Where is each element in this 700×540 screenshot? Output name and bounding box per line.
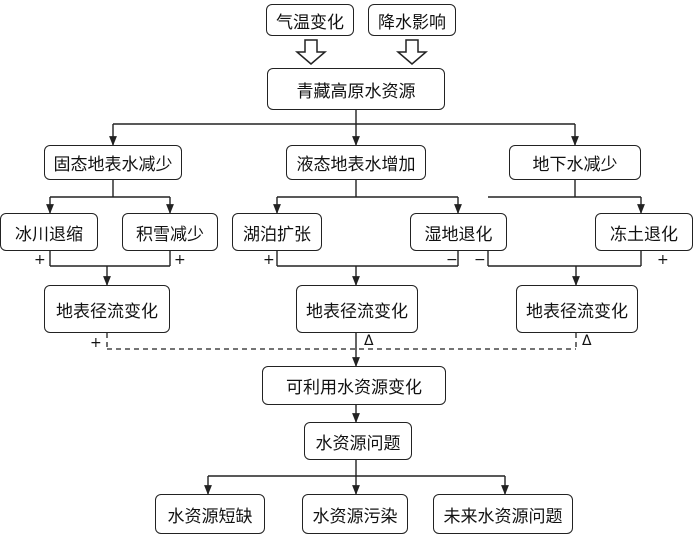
hollow-arrow-precipitation <box>395 39 429 65</box>
problem-pollution: 水资源污染 <box>302 494 408 534</box>
branch-solid: 固态地表水减少 <box>44 145 182 180</box>
hollow-arrow-temperature <box>294 39 328 65</box>
sign-wetland: − <box>446 252 458 268</box>
branch-to-children <box>46 180 645 214</box>
child-glacier: 冰川退缩 <box>0 213 98 251</box>
sign-permafrost: + <box>657 252 669 268</box>
sign-runoff-solid: + <box>90 335 102 351</box>
branch-liquid: 液态地表水增加 <box>286 145 426 180</box>
runoff-solid: 地表径流变化 <box>44 285 170 333</box>
center-node: 青藏高原水资源 <box>267 68 445 110</box>
runoff-liquid: 地表径流变化 <box>296 285 418 333</box>
children-to-runoff <box>49 213 642 286</box>
sign-lake: + <box>263 252 275 268</box>
center-to-branches <box>109 110 579 146</box>
runoff-ground: 地表径流变化 <box>516 285 638 333</box>
child-lake: 湖泊扩张 <box>232 213 322 251</box>
problems-to-items <box>204 460 509 495</box>
dashed-runoff-collector <box>106 333 577 350</box>
child-snow: 积雪减少 <box>122 213 218 251</box>
driver-precipitation: 降水影响 <box>368 4 456 36</box>
driver-temperature: 气温变化 <box>266 4 354 36</box>
sign-ground-left: − <box>474 252 486 268</box>
usable-water-node: 可利用水资源变化 <box>262 366 446 405</box>
sign-snow: + <box>174 252 186 268</box>
branch-ground: 地下水减少 <box>509 145 641 180</box>
problem-future: 未来水资源问题 <box>433 494 573 534</box>
sign-glacier: + <box>34 252 46 268</box>
problem-shortage: 水资源短缺 <box>155 494 265 534</box>
child-permafrost: 冻土退化 <box>595 213 693 251</box>
sign-runoff-liquid: Δ <box>364 333 374 349</box>
sign-runoff-ground: Δ <box>582 333 592 349</box>
problems-node: 水资源问题 <box>304 422 412 460</box>
child-wetland: 湿地退化 <box>410 213 507 251</box>
